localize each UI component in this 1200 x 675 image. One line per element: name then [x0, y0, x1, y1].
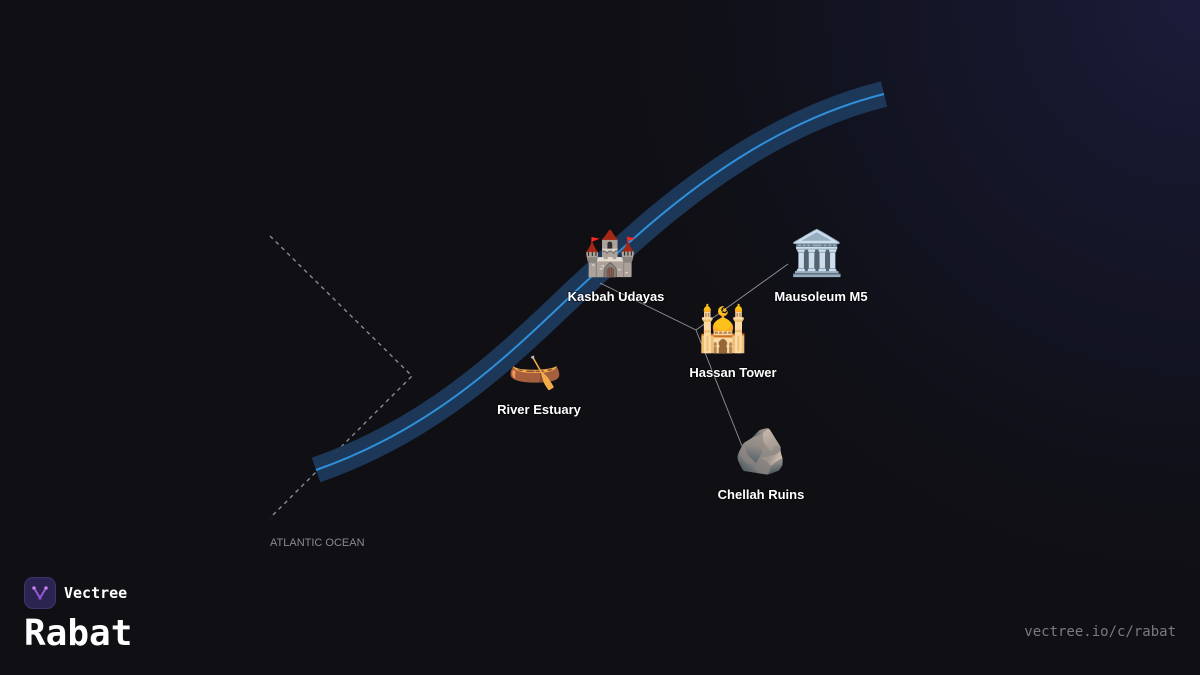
canoe-icon: 🛶	[508, 341, 563, 392]
coastline	[269, 235, 413, 519]
mosque-icon: 🕌	[696, 302, 751, 355]
poi-label-mausoleum: Mausoleum M5	[774, 289, 867, 304]
classical-building-icon: 🏛️	[790, 228, 845, 279]
brand-name: Vectree	[64, 584, 128, 602]
brand[interactable]: Vectree	[24, 577, 127, 609]
city-title: Rabat	[24, 613, 133, 654]
poi-chellah[interactable]: 🪨 Chellah Ruins	[717, 426, 806, 503]
poi-label-estuary: River Estuary	[497, 402, 582, 417]
poi-estuary[interactable]: 🛶 River Estuary	[496, 341, 583, 418]
connector-lines	[599, 263, 789, 447]
poi-label-kasbah: Kasbah Udayas	[568, 289, 665, 304]
river-line	[315, 93, 885, 471]
poi-hassan[interactable]: 🕌 Hassan Tower	[688, 302, 777, 381]
poi-label-hassan: Hassan Tower	[689, 365, 776, 380]
connector-mausoleum-hassan	[695, 263, 789, 331]
ocean-label: ATLANTIC OCEAN	[270, 537, 365, 549]
source-url[interactable]: vectree.io/c/rabat	[1024, 624, 1176, 640]
poi-label-chellah: Chellah Ruins	[718, 487, 805, 502]
rock-icon: 🪨	[734, 426, 789, 477]
poi-kasbah[interactable]: 🏰 Kasbah Udayas	[567, 228, 666, 305]
poi-mausoleum[interactable]: 🏛️ Mausoleum M5	[773, 228, 868, 305]
river-band	[311, 81, 888, 483]
connector-kasbah-hassan	[599, 282, 697, 331]
castle-icon: 🏰	[583, 228, 638, 279]
connector-hassan-chellah	[695, 329, 743, 447]
vectree-logo-icon	[24, 577, 56, 609]
